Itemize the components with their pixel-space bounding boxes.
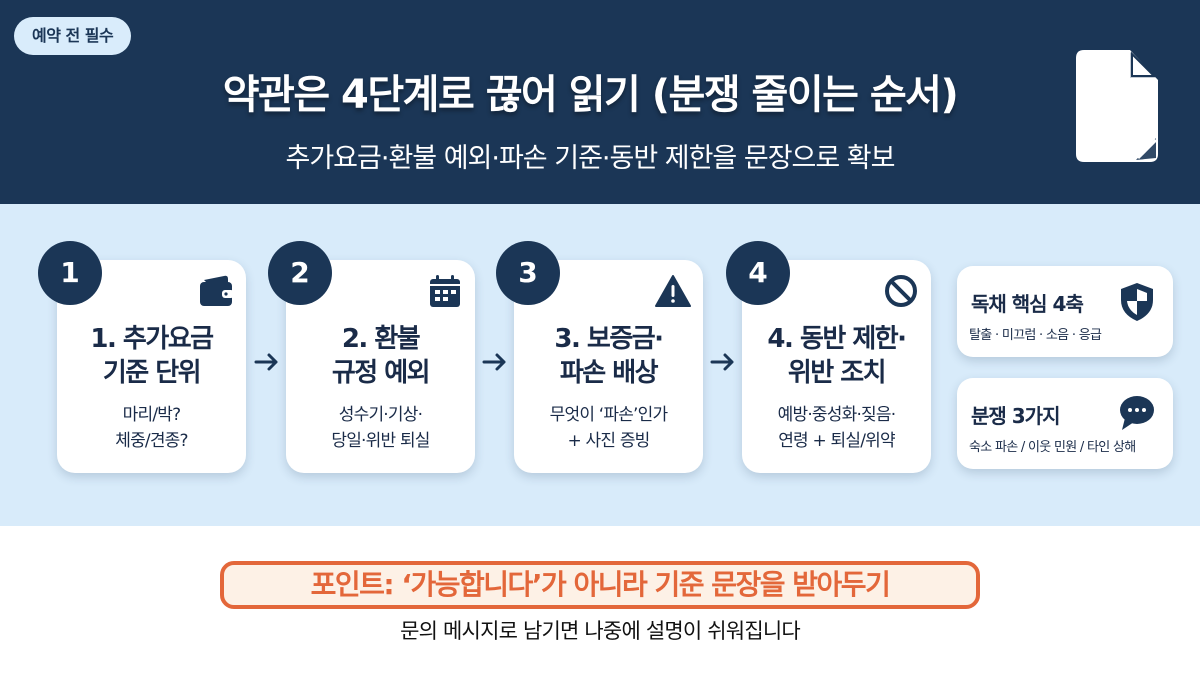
step-desc: 예방·중성화·짖음· 연령 + 퇴실/위약	[742, 402, 931, 454]
side-card-title: 독채 핵심 4축	[971, 292, 1084, 316]
step-title-line1: 3. 보증금·	[554, 324, 664, 354]
step-desc: 성수기·기상· 당일·위반 퇴실	[286, 402, 475, 454]
document-icon	[1076, 50, 1158, 162]
chat-bubble-icon	[1120, 396, 1154, 430]
step-title: 3. 보증금· 파손 배상	[514, 322, 703, 390]
step-title-line1: 1. 추가요금	[90, 324, 214, 354]
step-desc-line2: 체중/견종?	[115, 431, 188, 451]
arrow-right-icon	[482, 353, 506, 371]
calendar-icon	[430, 275, 460, 307]
page-subtitle: 추가요금·환불 예외·파손 기준·동반 제한을 문장으로 확보	[285, 143, 896, 174]
step-desc: 마리/박? 체중/견종?	[57, 402, 246, 454]
step-title-line2: 위반 조치	[787, 358, 887, 388]
step-number-2: 2	[268, 241, 332, 305]
tag-badge: 예약 전 필수	[14, 17, 132, 55]
step-desc-line2: 당일·위반 퇴실	[331, 431, 430, 451]
side-card-core-axes: 독채 핵심 4축 탈출 · 미끄럼 · 소음 · 응급	[957, 266, 1173, 357]
warning-icon	[655, 275, 691, 307]
page-title: 약관은 4단계로 끊어 읽기 (분쟁 줄이는 순서)	[222, 72, 959, 118]
point-callout: 포인트: ‘가능합니다’가 아니라 기준 문장을 받아두기	[220, 561, 980, 609]
step-title: 1. 추가요금 기준 단위	[57, 322, 246, 390]
step-desc-line1: 예방·중성화·짖음·	[777, 405, 897, 425]
step-desc-line1: 무엇이 ‘파손’인가	[549, 405, 669, 425]
shield-icon	[1121, 283, 1153, 321]
step-number-4: 4	[726, 241, 790, 305]
step-title-line2: 기준 단위	[102, 358, 202, 388]
side-card-desc: 숙소 파손 / 이웃 민원 / 타인 상해	[969, 440, 1136, 455]
arrow-right-icon	[710, 353, 734, 371]
arrow-right-icon	[254, 353, 278, 371]
step-title-line2: 규정 예외	[331, 358, 431, 388]
header-banner: 예약 전 필수 약관은 4단계로 끊어 읽기 (분쟁 줄이는 순서) 추가요금·…	[0, 0, 1200, 204]
step-desc-line2: 연령 + 퇴실/위약	[778, 431, 895, 451]
step-title-line1: 4. 동반 제한·	[767, 324, 907, 354]
step-desc-line1: 마리/박?	[122, 405, 181, 425]
step-title-line2: 파손 배상	[559, 358, 659, 388]
step-desc-line1: 성수기·기상·	[338, 405, 423, 425]
step-desc: 무엇이 ‘파손’인가 + 사진 증빙	[514, 402, 703, 454]
step-title: 4. 동반 제한· 위반 조치	[742, 322, 931, 390]
side-card-desc: 탈출 · 미끄럼 · 소음 · 응급	[969, 328, 1102, 343]
side-card-title: 분쟁 3가지	[971, 404, 1060, 428]
step-title: 2. 환불 규정 예외	[286, 322, 475, 390]
prohibited-icon	[885, 275, 917, 307]
footer-note: 문의 메시지로 남기면 나중에 설명이 쉬워집니다	[400, 619, 801, 643]
side-card-disputes: 분쟁 3가지 숙소 파손 / 이웃 민원 / 타인 상해	[957, 378, 1173, 469]
wallet-icon	[200, 275, 234, 306]
step-number-3: 3	[496, 241, 560, 305]
step-number-1: 1	[38, 241, 102, 305]
step-title-line1: 2. 환불	[341, 324, 421, 354]
step-desc-line2: + 사진 증빙	[567, 431, 650, 451]
